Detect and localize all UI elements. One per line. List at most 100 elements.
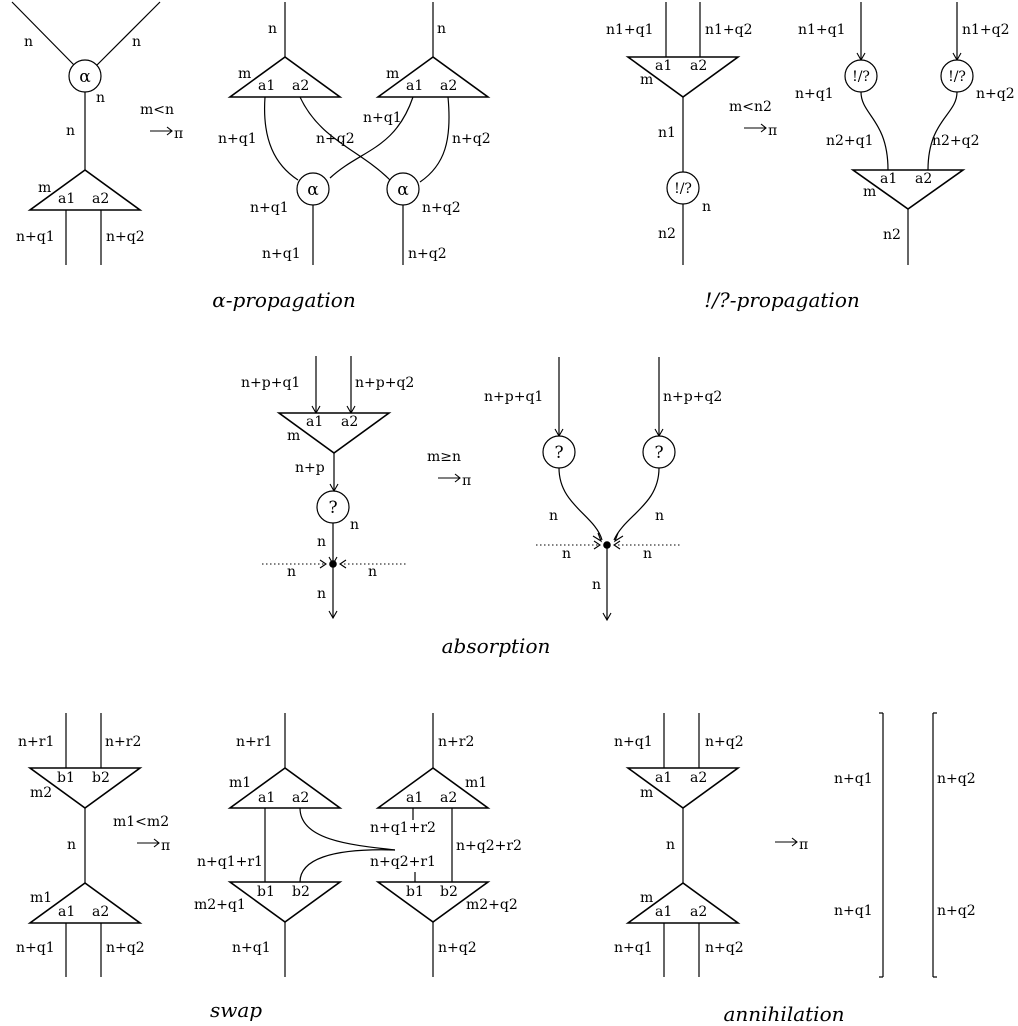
port-label: a1	[58, 191, 75, 207]
port-label: a2	[292, 790, 309, 806]
port-label: b2	[292, 884, 310, 900]
rule-condition: m<n2	[729, 99, 772, 115]
wire-label: n	[562, 546, 571, 562]
wire-label: n+r2	[438, 734, 474, 750]
alpha-node-label: α	[397, 180, 409, 200]
wire-label: n+q1+r2	[370, 820, 436, 836]
cut-triangle-left	[227, 56, 343, 98]
level-label: m1	[465, 775, 487, 791]
cut-triangle	[850, 169, 966, 210]
wire-label: n	[592, 577, 601, 593]
cut-triangle-left-bottom	[227, 881, 343, 923]
wire-label: n+q1	[232, 940, 271, 956]
level-label: m	[640, 72, 653, 88]
wire-label: n+q2	[705, 734, 744, 750]
wire-label: n+q2	[316, 131, 355, 147]
wire-label: n1+q1	[606, 22, 654, 38]
query-node-label: ?	[328, 498, 337, 518]
wire-label: n1+q1	[798, 22, 846, 38]
wire-label: n+r1	[236, 734, 272, 750]
alpha-node-label: α	[79, 67, 91, 87]
wire-label: n+q2	[106, 940, 145, 956]
wire-label: n+q1	[16, 940, 55, 956]
level-label: m	[238, 66, 251, 82]
wire-label: n	[67, 837, 76, 853]
caption-absorption: absorption	[442, 634, 551, 658]
bang-query-node-label: !/?	[674, 181, 692, 197]
caption-bang-propagation: !/?-propagation	[704, 288, 859, 312]
caption-alpha-propagation: α-propagation	[212, 288, 355, 312]
reduction-pi: π	[161, 838, 170, 854]
absorption-arrow: m≥n π	[427, 449, 471, 489]
port-label: a2	[92, 904, 109, 920]
port-label: a1	[258, 78, 275, 94]
cut-triangle	[276, 412, 392, 454]
wire-label: n	[643, 546, 652, 562]
wire-label: n	[287, 564, 296, 580]
wire-label: n+q2	[705, 940, 744, 956]
wire-label: n+q2+r2	[456, 838, 522, 854]
port-label: a2	[690, 58, 707, 74]
cut-triangle-right	[375, 56, 491, 98]
port-label: a2	[440, 790, 457, 806]
cut-triangle-left-top	[227, 767, 343, 809]
wire-label: n+p+q2	[663, 389, 722, 405]
port-label: a2	[690, 904, 707, 920]
wire-label: n	[317, 586, 326, 602]
wire-label: n	[549, 508, 558, 524]
caption-annihilation: annihilation	[723, 1002, 844, 1026]
absorption-rhs: ? ? n+p+q1 n+p+q2 n n n n n	[484, 357, 722, 622]
level-label: m	[863, 184, 876, 200]
bang-query-node-label: !/?	[948, 69, 966, 85]
port-label: b1	[57, 770, 75, 786]
port-label: b1	[257, 884, 275, 900]
level-label: m1	[30, 890, 52, 906]
cut-triangle-right-bottom	[375, 881, 491, 923]
port-label: a1	[406, 790, 423, 806]
wire-label: n+q2	[937, 771, 976, 787]
wire-label: n+q1	[614, 734, 653, 750]
level-label: m	[386, 66, 399, 82]
alpha-propagation-arrow: m<n π	[140, 102, 183, 142]
wire-label: n+r2	[105, 734, 141, 750]
wire-label: n	[132, 34, 141, 50]
wire-label: n1	[658, 125, 676, 141]
wire-label: n	[317, 534, 326, 550]
cut-triangle-top	[27, 767, 143, 809]
reduction-pi: π	[768, 123, 777, 139]
bang-propagation-arrow: m<n2 π	[729, 99, 777, 139]
port-label: a1	[655, 770, 672, 786]
wire-label: n2+q1	[826, 133, 874, 149]
annihilation-lhs: n+q1 n+q2 a1 a2 m n m a1 a2 n+q1 n+q2	[614, 713, 744, 977]
port-label: a2	[440, 78, 457, 94]
contraction-point	[329, 560, 337, 568]
wire-label: n	[368, 564, 377, 580]
level-label: m	[287, 428, 300, 444]
wire-label: n+q1	[218, 131, 257, 147]
cut-triangle-bottom	[27, 882, 143, 924]
port-label: a1	[58, 904, 75, 920]
wire-label: n+q2	[976, 86, 1015, 102]
port-label: a1	[406, 78, 423, 94]
cut-triangle	[27, 169, 143, 211]
wire-label: n+q1	[262, 246, 301, 262]
wire-label: n	[437, 21, 446, 37]
rule-condition: m1<m2	[113, 814, 169, 830]
port-label: a2	[690, 770, 707, 786]
alpha-propagation-lhs: α n n n n m a1 a2 n+q1 n+q2	[11, 1, 161, 265]
wire-label: n	[66, 123, 75, 139]
cut-triangle-right-top	[375, 767, 491, 809]
wire-label: n+q2	[937, 903, 976, 919]
alpha-node-label: α	[307, 180, 319, 200]
port-label: a2	[915, 171, 932, 187]
wire-label: n+q1	[834, 771, 873, 787]
port-label: b2	[440, 884, 458, 900]
wire-label: n2+q2	[932, 133, 980, 149]
bang-query-node-label: !/?	[852, 69, 870, 85]
caption-swap: swap	[210, 998, 262, 1022]
wire-label: n+p+q1	[484, 389, 543, 405]
level-label: m	[640, 785, 653, 801]
cut-triangle	[625, 56, 741, 98]
cut-triangle-top	[625, 767, 741, 809]
